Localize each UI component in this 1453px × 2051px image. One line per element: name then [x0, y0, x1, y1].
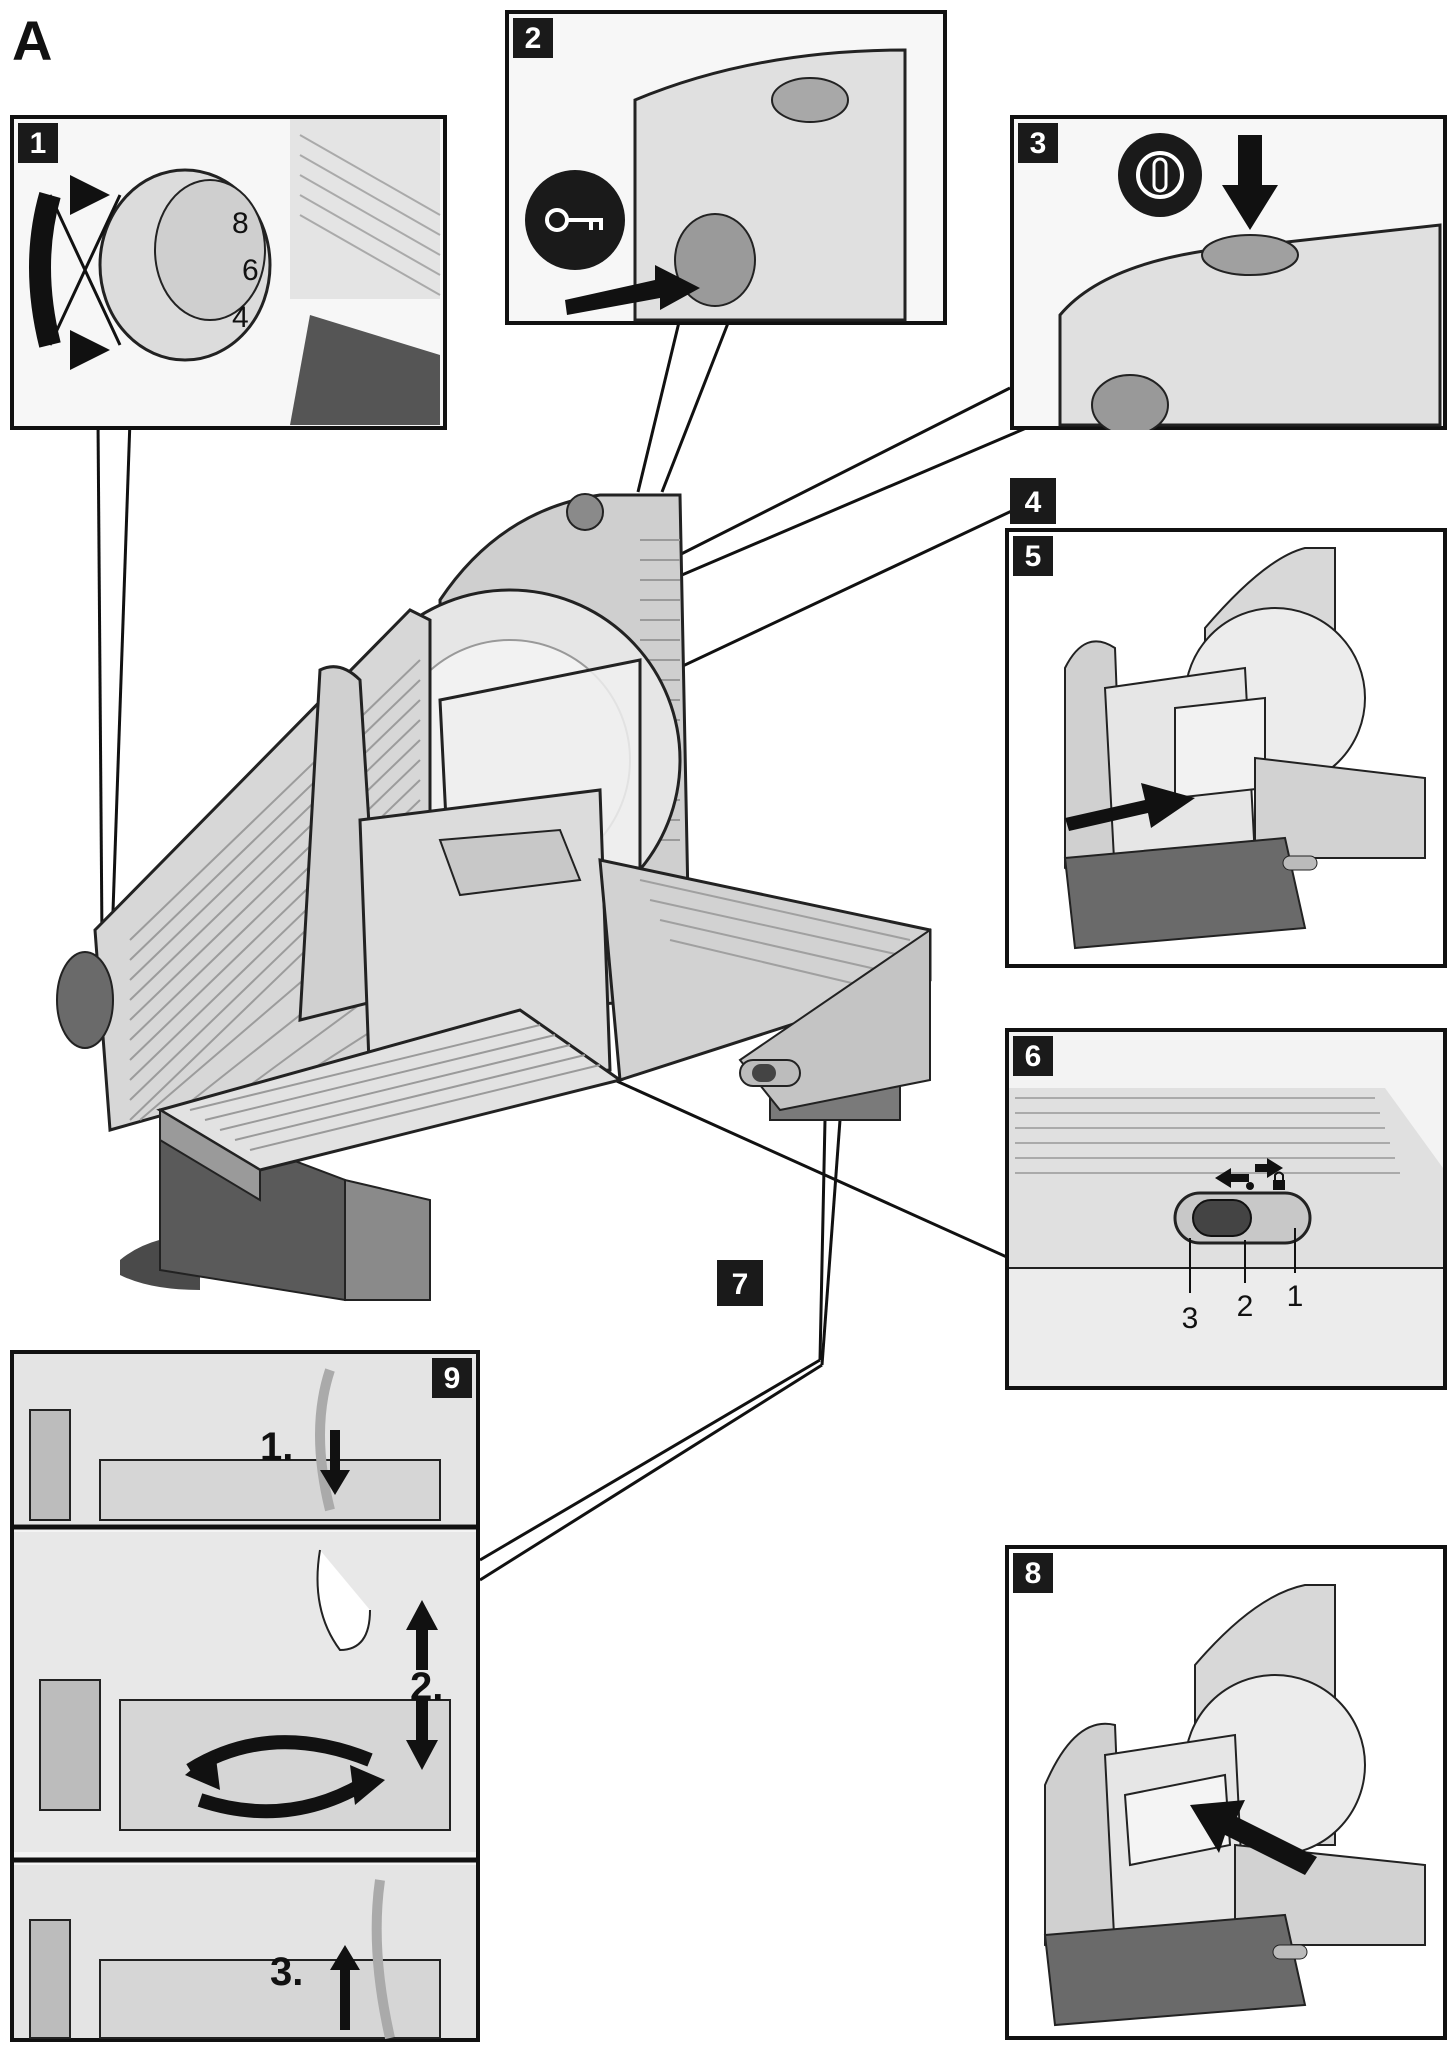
position-3-label: 3 [1182, 1302, 1199, 1335]
position-2-label: 2 [1237, 1290, 1254, 1323]
callout-5: 5 [1013, 536, 1053, 576]
position-1-label: 1 [1287, 1280, 1304, 1313]
svg-text:4: 4 [232, 301, 249, 334]
callout-3: 3 [1018, 123, 1058, 163]
up-arrow-icon [330, 1945, 360, 2030]
figure-label: A [12, 9, 54, 72]
slicer-machine [56, 493, 932, 1302]
down-arrow-icon [320, 1430, 350, 1495]
svg-text:6: 6 [242, 254, 259, 287]
slide-arrows-icon [1215, 1158, 1283, 1188]
push-arrow-icon [1190, 1800, 1317, 1875]
panel-5: 5 [1005, 528, 1447, 968]
svg-text:2: 2 [525, 22, 542, 55]
callout-4: 4 [1010, 478, 1056, 524]
svg-text:7: 7 [732, 1268, 749, 1301]
callout-8: 8 [1013, 1553, 1053, 1593]
panel-9: 1. 2. 3. 9 [10, 1350, 480, 2042]
step-3-label: 3. [270, 1950, 303, 1994]
power-icon [1118, 133, 1202, 217]
svg-text:6: 6 [1025, 1040, 1042, 1073]
callout-6: 6 [1013, 1036, 1053, 1076]
panel-8: 8 [1005, 1545, 1447, 2040]
svg-text:8: 8 [1025, 1557, 1042, 1590]
lock-icon [1273, 1171, 1285, 1190]
key-icon [525, 170, 625, 270]
svg-text:3: 3 [1030, 127, 1047, 160]
callout-9: 9 [432, 1358, 472, 1398]
rotate-arrows-icon [29, 175, 122, 370]
rotate-arrows-icon [185, 1735, 385, 1819]
callout-2: 2 [513, 18, 553, 58]
up-down-arrow-icon [406, 1600, 438, 1770]
step-1-label: 1. [260, 1425, 293, 1469]
svg-text:4: 4 [1025, 486, 1042, 519]
svg-text:1: 1 [30, 127, 47, 160]
push-arrow-icon [1222, 135, 1278, 230]
callout-7: 7 [717, 1260, 763, 1306]
svg-text:8: 8 [232, 207, 249, 240]
panel-6: 3 2 1 6 [1005, 1028, 1447, 1390]
push-arrow-icon [1065, 783, 1195, 831]
panel-2: 2 [505, 10, 947, 325]
svg-text:9: 9 [444, 1362, 461, 1395]
callout-1: 1 [18, 123, 58, 163]
panel-1: 8 6 4 1 [10, 115, 447, 430]
svg-text:5: 5 [1025, 540, 1042, 573]
step-2-label: 2. [410, 1665, 443, 1709]
push-arrow-icon [565, 265, 700, 315]
panel-3: 3 [1010, 115, 1447, 430]
